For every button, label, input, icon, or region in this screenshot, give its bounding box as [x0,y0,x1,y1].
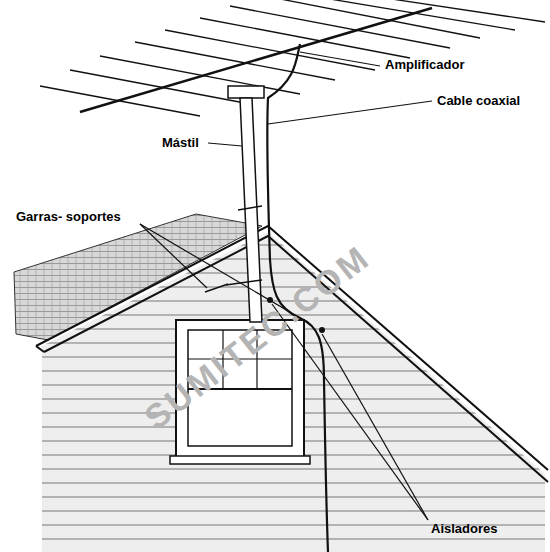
mast [205,86,264,322]
part-label: Aisladores [431,522,497,536]
part-label: Amplificador [385,58,464,72]
leader-lines [140,52,432,520]
antenna-elements [40,0,545,116]
part-label: Garras- soportes [16,210,121,224]
insulator [319,327,325,333]
part-label: Mástil [162,136,199,150]
house-wall [42,232,545,552]
part-label: Cable coaxial [437,94,520,108]
gable-trim [36,226,548,482]
